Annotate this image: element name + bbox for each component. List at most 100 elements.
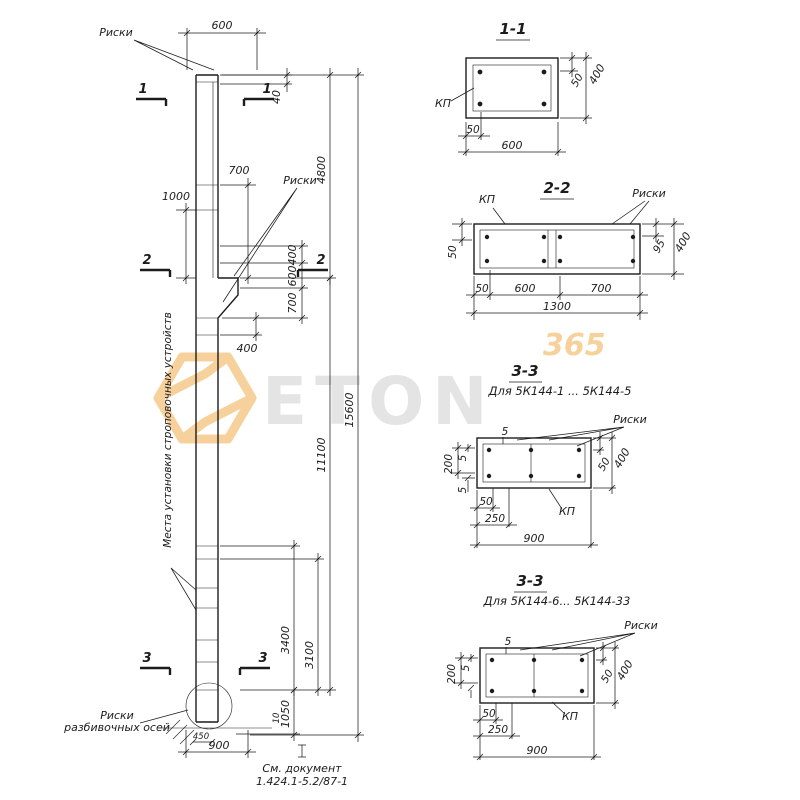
label-riski-axes: Риски разбивочных осей xyxy=(63,709,189,734)
dim-text: 200 xyxy=(443,454,455,474)
dim-400: 400 xyxy=(220,312,262,355)
dim-text: 10 xyxy=(272,713,282,724)
dim-text: 5 xyxy=(457,454,469,461)
section-subtitle: Для 5К144-1 ... 5К144-5 xyxy=(488,384,632,398)
dim-10: 10 xyxy=(272,713,282,724)
dim-text: 50 xyxy=(447,245,459,259)
dim-11100: 11100 xyxy=(240,274,336,696)
dim-text: 400 xyxy=(614,658,636,683)
dim-3100: 3100 xyxy=(220,553,324,696)
kp-label: КП xyxy=(479,193,495,206)
watermark-number: 365 xyxy=(543,328,606,363)
dim-text: 600 xyxy=(515,282,536,295)
dim-text: 5 xyxy=(505,636,512,648)
dim-text: 700 xyxy=(229,164,250,177)
dim-text: 600 xyxy=(286,266,299,287)
dim-text: 1000 xyxy=(162,190,190,203)
watermark-brand: ETON xyxy=(262,363,495,440)
watermark: ETON 365 xyxy=(153,328,606,444)
rebar-cage xyxy=(479,229,635,269)
column-outline xyxy=(158,74,272,745)
dim-text: 50 xyxy=(482,708,496,720)
doc-note-line2: 1.424.1-5.2/87-1 xyxy=(256,775,348,788)
document-note: См. документ 1.424.1-5.2/87-1 xyxy=(256,744,348,788)
dim-1000: 1000 xyxy=(162,190,196,284)
dim-stack-400-600-700: 400 600 700 xyxy=(220,240,308,324)
dim-text: 50 xyxy=(475,283,489,295)
section-title: 1-1 xyxy=(499,20,526,38)
label-riski-mid: Риски xyxy=(222,174,317,303)
section-outline xyxy=(479,647,595,704)
dim-text: 700 xyxy=(286,293,299,314)
dim-text: 600 xyxy=(212,19,233,32)
dim-text: 50 xyxy=(479,496,493,508)
dim-text: 11100 xyxy=(315,438,328,473)
section-number: 3 xyxy=(142,651,151,666)
dim-text: 50 xyxy=(569,71,586,89)
dim-450: 450 xyxy=(189,732,216,746)
dim-4800: 4800 xyxy=(222,68,336,285)
dim-text: 5 xyxy=(457,486,469,493)
riski-label: Риски xyxy=(283,174,317,187)
label-mesta-ustanovki: Места установки строповочных устройств xyxy=(162,312,197,611)
kp-label: КП xyxy=(559,505,575,518)
dim-text: 700 xyxy=(591,282,612,295)
base-detail-circle xyxy=(185,682,233,730)
rebar-cage xyxy=(472,64,552,112)
riski-axes-line1: Риски xyxy=(100,709,134,722)
section-outline xyxy=(473,223,641,275)
elevation-view: 600 Риски 1 1 40 4800 700 xyxy=(63,19,364,788)
dim-text: 15600 xyxy=(343,393,356,428)
dim-text: 50 xyxy=(599,667,616,685)
section-title: 3-3 xyxy=(511,362,538,380)
rebar-cage xyxy=(482,443,586,483)
section-number: 2 xyxy=(142,253,151,268)
dim-text: 5 xyxy=(460,664,472,671)
dim-text: 1300 xyxy=(543,300,571,313)
kp-label: КП xyxy=(435,97,451,110)
riski-label: Риски xyxy=(632,187,666,200)
dim-text: 400 xyxy=(286,245,299,266)
section-cut-1: 1 1 xyxy=(136,82,274,106)
dim-3400: 3400 xyxy=(220,540,300,696)
dim-text: 900 xyxy=(524,532,545,545)
dim-text: 200 xyxy=(446,664,458,684)
rebar-cage xyxy=(485,653,589,698)
label-riski-top: Риски xyxy=(99,26,215,71)
section-outline xyxy=(465,57,559,119)
dim-text: 900 xyxy=(209,739,230,752)
riski-axes-line2: разбивочных осей xyxy=(63,721,170,734)
dim-1050: 1050 xyxy=(236,686,300,741)
riski-label: Риски xyxy=(613,413,647,426)
riski-label: Риски xyxy=(624,619,658,632)
dim-text: 400 xyxy=(586,62,608,87)
dim-text: 400 xyxy=(237,342,258,355)
dim-text: 250 xyxy=(485,513,505,525)
section-3-3-b: 3-3 Для 5К144-6... 5К144-33 Риски 5 200 … xyxy=(446,572,658,761)
dim-15600: 15600 xyxy=(250,68,364,742)
dim-text: 600 xyxy=(502,139,523,152)
dim-text: 50 xyxy=(466,124,480,136)
dim-text: 5 xyxy=(502,426,509,438)
dim-text: 4800 xyxy=(315,156,328,184)
section-cut-3: 3 3 xyxy=(140,651,270,675)
dim-text: 3100 xyxy=(303,641,316,669)
dim-text: 40 xyxy=(270,90,283,104)
dim-600-top: 600 xyxy=(178,19,266,70)
section-title: 2-2 xyxy=(543,179,570,197)
section-number: 1 xyxy=(138,82,147,97)
section-number: 3 xyxy=(258,651,267,666)
section-number: 2 xyxy=(316,253,325,268)
note-text: Места установки строповочных устройств xyxy=(162,312,174,548)
dim-text: 450 xyxy=(193,732,209,742)
section-3-3-a: 3-3 Для 5К144-1 ... 5К144-5 Риски 5 200 … xyxy=(443,362,647,549)
riski-label: Риски xyxy=(99,26,133,39)
doc-note-line1: См. документ xyxy=(262,762,342,775)
dim-text: 400 xyxy=(672,230,694,255)
dim-text: 1050 xyxy=(279,700,292,728)
hatch-marks xyxy=(165,719,195,745)
dim-text: 3400 xyxy=(279,626,292,654)
section-2-2: 2-2 КП Риски 50 50 600 700 1300 95 400 xyxy=(447,179,694,320)
